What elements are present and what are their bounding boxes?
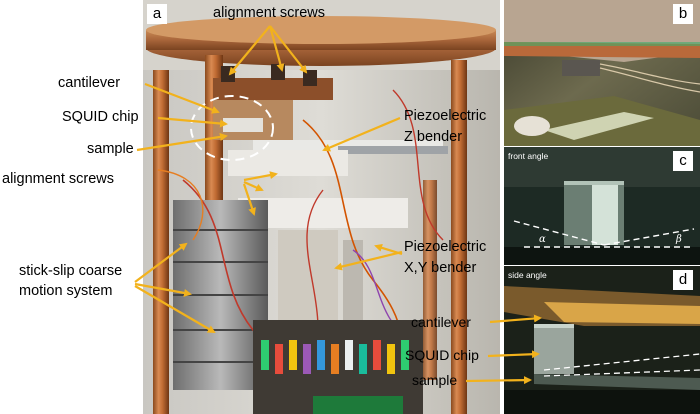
caption-front-angle: front angle (508, 151, 549, 161)
connector-pins (261, 340, 409, 374)
label-squid-chip: SQUID chip (62, 109, 139, 125)
panel-d-photo (504, 266, 700, 414)
label-d-squid-chip: SQUID chip (405, 347, 479, 363)
apparatus-photo-illustration (143, 0, 500, 414)
label-alignment-screws-top: alignment screws (213, 5, 326, 21)
label-piezo-z-line1: Piezoelectric (404, 108, 487, 124)
label-stick-slip-line2: motion system (19, 283, 113, 299)
panel-letter-b: b (673, 4, 693, 24)
panel-a-photo (143, 0, 500, 414)
label-stick-slip-line1: stick-slip coarse (19, 263, 123, 279)
label-d-sample: sample (412, 372, 458, 388)
cantilever-closeup-illustration (504, 0, 700, 146)
angle-alpha: α (539, 234, 546, 245)
label-piezo-xy-line2: X,Y bender (404, 260, 477, 276)
panel-b-photo (504, 0, 700, 146)
panel-letter-d: d (673, 270, 693, 290)
side-angle-illustration (504, 266, 700, 414)
caption-side-angle: side angle (508, 270, 547, 280)
front-angle-illustration (504, 147, 700, 265)
label-d-cantilever: cantilever (411, 314, 471, 330)
label-sample: sample (87, 141, 134, 157)
panel-letter-a: a (147, 4, 167, 24)
label-alignment-screws-mid: alignment screws (2, 171, 115, 187)
label-piezo-xy-line1: Piezoelectric (404, 239, 487, 255)
label-piezo-z-line2: Z bender (404, 129, 463, 145)
label-cantilever: cantilever (58, 75, 121, 91)
panel-letter-c: c (673, 151, 693, 171)
panel-c-photo (504, 147, 700, 265)
angle-beta: β (676, 234, 682, 245)
highlight-ellipse (190, 95, 274, 161)
